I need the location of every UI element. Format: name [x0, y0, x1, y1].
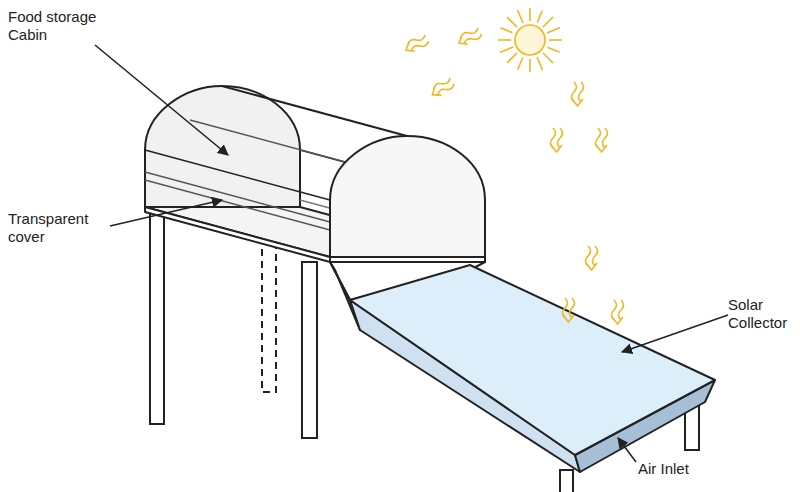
food-storage-cabin [145, 86, 485, 262]
cover-label: Transparent cover [8, 210, 108, 246]
collector-label: Solar Collector [728, 296, 796, 332]
inlet-label: Air Inlet [638, 460, 728, 478]
cabin-label: Food storage Cabin [8, 8, 108, 44]
sun [488, 0, 572, 82]
heat-waves [403, 26, 624, 324]
solar-collector [350, 265, 715, 472]
leader-lines [95, 45, 728, 462]
